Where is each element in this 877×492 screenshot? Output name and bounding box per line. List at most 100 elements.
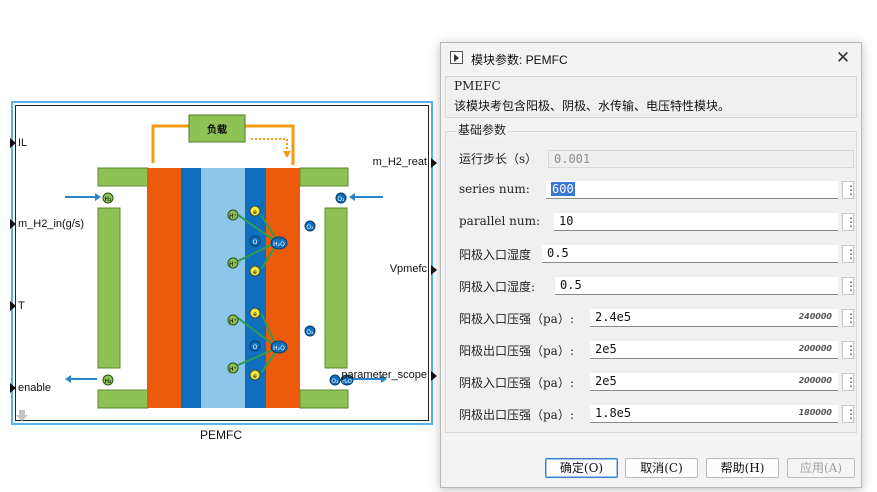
input-label-m-h2-in: m_H2_in(g/s) (18, 218, 85, 230)
input-port-enable[interactable] (10, 383, 16, 393)
param-more-anode-in-pressure[interactable] (842, 309, 857, 327)
electron-marker-3: e (249, 307, 261, 319)
svg-text:H⁺: H⁺ (229, 318, 237, 325)
cancel-button[interactable]: 取消(C) (625, 458, 698, 478)
block-frame (15, 105, 429, 421)
param-input-cathode-in-humidity[interactable]: 0.5 (555, 277, 838, 295)
svg-text:O: O (253, 344, 258, 351)
o2-inlet-arrow (349, 193, 383, 201)
o2-marker-mid1: O₂ (304, 220, 316, 232)
svg-text:e: e (253, 373, 257, 380)
param-more-series-num[interactable] (842, 181, 857, 199)
svg-text:e: e (253, 209, 257, 216)
anode-plate-top (97, 167, 149, 187)
param-more-cathode-out-pressure[interactable] (842, 405, 857, 423)
anode-catalyst (181, 168, 201, 408)
svg-text:O₂: O₂ (331, 378, 339, 385)
param-more-anode-out-pressure[interactable] (842, 341, 857, 359)
o2-marker-mid2: O₂ (304, 325, 316, 337)
load-label: 负载 (207, 123, 227, 136)
output-port-m-h2-reat[interactable] (431, 158, 437, 168)
oxygen-marker-2: O (249, 340, 261, 352)
h2-marker-top: H₂ (102, 192, 114, 204)
svg-text:O₂: O₂ (306, 329, 314, 336)
svg-text:H⁺: H⁺ (229, 261, 237, 268)
pemfc-block[interactable]: 负载 (10, 101, 437, 425)
input-label-il: IL (18, 137, 28, 149)
anode-electrode (147, 168, 181, 408)
svg-text:H₂O: H₂O (342, 379, 352, 385)
param-label-anode-out-pressure: 阳极出口压强（pa）: (459, 344, 574, 358)
param-more-anode-in-humidity[interactable] (842, 245, 857, 263)
water-marker-bottom-out: H₂O (340, 374, 354, 386)
param-input-cathode-out-pressure[interactable]: 1.8e5 180000 (590, 405, 838, 423)
param-input-step: 0.001 (548, 150, 854, 168)
help-button[interactable]: 帮助(H) (706, 458, 779, 478)
anode-plate-mid (97, 207, 121, 369)
svg-text:O₂: O₂ (306, 224, 314, 231)
param-input-anode-in-pressure[interactable]: 2.4e5 240000 (590, 309, 838, 327)
output-port-parameter-scope[interactable] (431, 371, 437, 381)
cathode-plate-top (299, 167, 349, 187)
param-label-anode-in-humidity: 阳极入口湿度 (459, 248, 532, 262)
ok-button[interactable]: 确定(O) (545, 458, 618, 478)
param-more-cathode-in-humidity[interactable] (842, 277, 857, 295)
svg-text:H⁺: H⁺ (229, 213, 237, 220)
h2-outlet-arrow (65, 375, 97, 383)
param-label-cathode-out-pressure: 阴极出口压强（pa）: (459, 408, 574, 422)
basic-params-group: 基础参数 运行步长（s） 0.001 series num: 600 paral… (445, 121, 857, 433)
circuit-wire-left (151, 124, 189, 163)
param-label-series-num: series num: (459, 182, 530, 196)
output-label-parameter-scope: parameter_scope (341, 369, 427, 381)
param-input-series-num[interactable]: 600 (546, 181, 838, 199)
h-plus-marker-2: H⁺ (227, 257, 239, 269)
h-plus-marker-1: H⁺ (227, 209, 239, 221)
input-port-m-h2-in[interactable] (10, 219, 16, 229)
apply-button[interactable]: 应用(A) (787, 458, 855, 478)
output-label-m-h2-reat: m_H2_reat (372, 156, 427, 168)
param-label-anode-in-pressure: 阳极入口压强（pa）: (459, 312, 574, 326)
anode-plate-bottom (97, 389, 149, 409)
param-hint-cathode-in-pressure: 200000 (798, 376, 832, 385)
input-label-enable: enable (18, 382, 52, 394)
block-name-label: PEMFC (200, 428, 242, 442)
h2-marker-bottom: H₂ (102, 374, 114, 386)
description-group: PMEFC 该模块考包含阳极、阴极、水传输、电压特性模块。 (445, 76, 857, 118)
param-label-cathode-in-humidity: 阴极入口湿度: (459, 280, 536, 294)
electron-marker-1: e (249, 205, 261, 217)
h-plus-marker-4: H⁺ (227, 362, 239, 374)
param-more-cathode-in-pressure[interactable] (842, 373, 857, 391)
input-port-t[interactable] (10, 301, 16, 311)
param-label-cathode-in-pressure: 阴极入口压强（pa）: (459, 376, 574, 390)
load-box (188, 114, 246, 143)
cathode-plate-bottom (299, 389, 349, 409)
close-icon[interactable]: ✕ (835, 48, 851, 67)
reaction-arrows (237, 214, 276, 374)
input-port-il[interactable] (10, 138, 16, 148)
param-label-parallel-num: parallel num: (459, 214, 541, 228)
svg-text:O: O (253, 239, 258, 246)
param-input-anode-out-pressure[interactable]: 2e5 200000 (590, 341, 838, 359)
param-label-step: 运行步长（s） (459, 152, 538, 166)
water-marker-2: H₂O (270, 340, 288, 354)
param-input-parallel-num[interactable]: 10 (554, 213, 838, 231)
circuit-wire-right (245, 124, 295, 165)
svg-text:O₂: O₂ (337, 196, 345, 203)
svg-text:e: e (253, 311, 257, 318)
param-hint-cathode-out-pressure: 180000 (798, 408, 832, 417)
o2-marker-top: O₂ (335, 192, 347, 204)
cathode-electrode (266, 168, 300, 408)
param-more-parallel-num[interactable] (842, 213, 857, 231)
param-hint-anode-out-pressure: 200000 (798, 344, 832, 353)
membrane (201, 168, 245, 408)
water-marker-1: H₂O (270, 236, 288, 250)
block-description: 该模块考包含阳极、阴极、水传输、电压特性模块。 (454, 99, 731, 113)
dialog-titlebar[interactable]: 模块参数: PEMFC ✕ (441, 43, 861, 73)
electron-flow-arrow (283, 151, 291, 158)
svg-text:H₂O: H₂O (273, 345, 285, 352)
param-input-cathode-in-pressure[interactable]: 2e5 200000 (590, 373, 838, 391)
output-port-vpmefc[interactable] (431, 265, 437, 275)
param-input-anode-in-humidity[interactable]: 0.5 (542, 245, 838, 263)
output-label-vpmefc: Vpmefc (389, 263, 427, 275)
input-label-t: T (18, 300, 25, 312)
